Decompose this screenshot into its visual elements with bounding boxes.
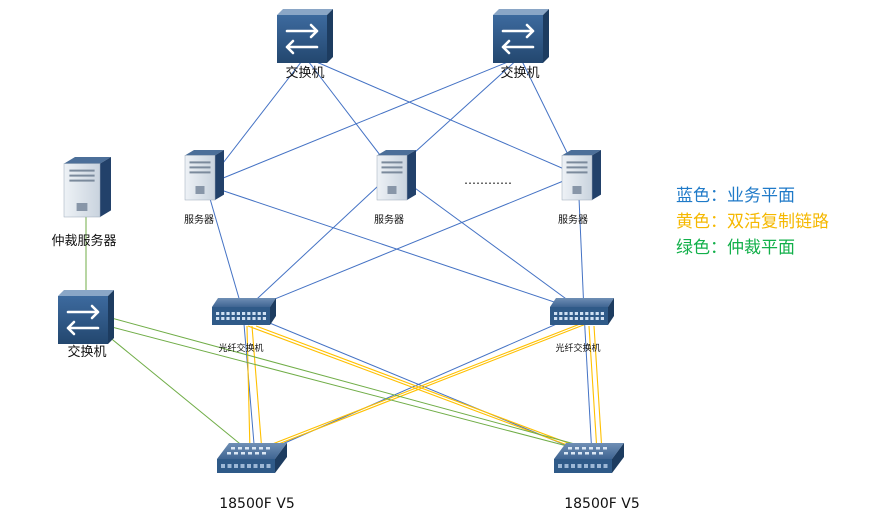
replication-link bbox=[588, 325, 598, 453]
server-icon bbox=[184, 150, 224, 201]
server-2 bbox=[376, 150, 416, 201]
business-link bbox=[304, 56, 579, 176]
switch-icon bbox=[58, 290, 114, 344]
switch-icon bbox=[277, 9, 333, 63]
replication-link bbox=[247, 325, 587, 453]
arbitration-link bbox=[85, 317, 251, 453]
legend: 蓝色：业务平面 黄色：双活复制链路 绿色：仲裁平面 bbox=[676, 183, 829, 261]
business-link bbox=[205, 184, 585, 313]
business-link bbox=[242, 174, 579, 313]
arbitration-switch bbox=[58, 290, 114, 344]
replication-link bbox=[593, 325, 603, 453]
replication-link bbox=[251, 325, 263, 453]
legend-green: 绿色：仲裁平面 bbox=[676, 238, 795, 258]
server-1 bbox=[184, 150, 224, 201]
server-1-label: 服务器 bbox=[184, 213, 214, 226]
storage-icon bbox=[554, 443, 624, 473]
business-link bbox=[205, 56, 521, 186]
switch-icon bbox=[493, 9, 549, 63]
arbitration-server bbox=[63, 157, 111, 218]
fc-switch-right-label: 光纤交换机 bbox=[555, 342, 600, 354]
business-link bbox=[304, 56, 394, 173]
server-icon bbox=[376, 150, 416, 201]
storage-left bbox=[217, 443, 287, 473]
switch-top-right bbox=[493, 9, 549, 63]
legend-blue: 蓝色：业务平面 bbox=[676, 186, 795, 206]
replication-link bbox=[246, 325, 251, 453]
server-ellipsis: ………… bbox=[464, 173, 512, 187]
replication-link bbox=[257, 323, 587, 453]
storage-right bbox=[554, 443, 624, 473]
switch-top-right-label: 交换机 bbox=[500, 65, 539, 81]
connection-links bbox=[85, 56, 603, 457]
storage-right-label: 18500F V5 bbox=[564, 496, 640, 512]
arbitration-server-label: 仲裁服务器 bbox=[51, 233, 116, 249]
business-link bbox=[205, 184, 244, 313]
server-icon bbox=[561, 150, 601, 201]
server-3-label: 服务器 bbox=[558, 213, 588, 226]
fc-switch-left bbox=[212, 298, 276, 325]
business-link bbox=[242, 171, 394, 313]
fc-switch-right bbox=[550, 298, 614, 325]
storage-icon bbox=[217, 443, 287, 473]
replication-link bbox=[251, 323, 581, 453]
server-3 bbox=[561, 150, 601, 201]
arbitration-switch-label: 交换机 bbox=[67, 344, 106, 360]
switch-top-left bbox=[277, 9, 333, 63]
business-link bbox=[583, 311, 593, 457]
fiber-switch-icon bbox=[550, 298, 614, 325]
server-2-label: 服务器 bbox=[374, 213, 404, 226]
legend-yellow: 黄色：双活复制链路 bbox=[676, 212, 829, 232]
storage-left-label: 18500F V5 bbox=[219, 496, 295, 512]
fiber-switch-icon bbox=[212, 298, 276, 325]
business-link bbox=[392, 171, 585, 313]
fc-switch-left-label: 光纤交换机 bbox=[218, 342, 263, 354]
server-icon bbox=[63, 157, 111, 218]
replication-link bbox=[255, 325, 593, 453]
business-link bbox=[242, 311, 256, 457]
arbitration-link bbox=[103, 315, 583, 447]
arbitration-link bbox=[103, 324, 591, 453]
switch-top-left-label: 交换机 bbox=[285, 65, 324, 81]
